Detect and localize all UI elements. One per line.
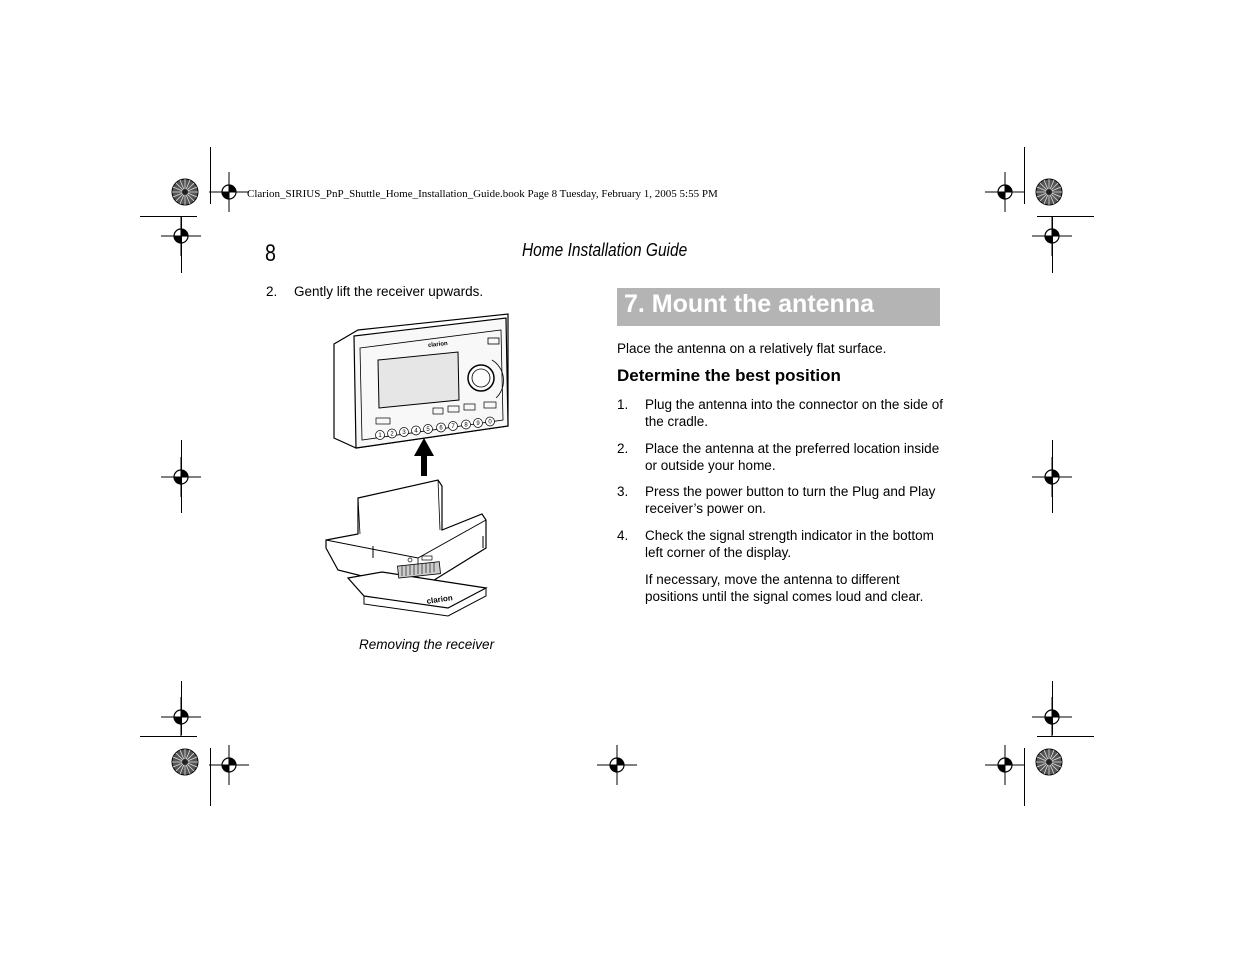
step-number: 2. xyxy=(266,284,278,299)
preset-button-label: 3 xyxy=(402,430,406,436)
step-text: Check the signal strength indicator in t… xyxy=(645,528,934,560)
crosshair-target xyxy=(160,696,202,738)
crop-line xyxy=(210,147,211,204)
step-number: 3. xyxy=(617,484,629,499)
star-target xyxy=(1035,178,1063,206)
star-target xyxy=(171,178,199,206)
crop-line xyxy=(140,216,197,217)
figure-caption: Removing the receiver xyxy=(359,637,495,652)
crop-line xyxy=(1024,147,1025,204)
preset-button: 0 xyxy=(485,416,495,427)
section-heading-bar: 7. Mount the antenna xyxy=(617,288,940,326)
receiver-logo: clarion xyxy=(428,341,449,349)
section-title: 7. Mount the antenna xyxy=(624,290,874,318)
crop-line xyxy=(140,736,197,737)
preset-button-label: 1 xyxy=(378,433,382,439)
crosshair-target xyxy=(984,744,1026,786)
crosshair-target xyxy=(1031,456,1073,498)
preset-button: 7 xyxy=(448,421,458,431)
crosshair-target xyxy=(1031,696,1073,738)
star-target xyxy=(171,748,199,776)
crosshair-target xyxy=(1031,215,1073,257)
intro-paragraph: Place the antenna on a relatively flat s… xyxy=(617,341,887,356)
step-text: Plug the antenna into the connector on t… xyxy=(645,397,943,429)
step-number: 1. xyxy=(617,397,629,412)
print-slug: Clarion_SIRIUS_PnP_Shuttle_Home_Installa… xyxy=(247,188,718,200)
crosshair-target xyxy=(208,744,250,786)
preset-button: 5 xyxy=(423,424,433,434)
preset-button: 2 xyxy=(387,428,397,439)
crosshair-target xyxy=(208,171,250,213)
step-text: Press the power button to turn the Plug … xyxy=(645,484,936,516)
crosshair-target xyxy=(160,215,202,257)
crosshair-target xyxy=(596,744,638,786)
running-head: Home Installation Guide xyxy=(522,240,688,260)
preset-button-label: 5 xyxy=(426,427,430,433)
page-number: 8 xyxy=(265,240,276,267)
receiver-illustration: clarion 1 2 3 4 5 6 7 8 9 0 xyxy=(333,313,509,449)
preset-button: 9 xyxy=(473,418,483,428)
step-number: 4. xyxy=(617,528,629,543)
star-target xyxy=(1035,748,1063,776)
preset-button-label: 4 xyxy=(414,429,418,435)
cradle-illustration: clarion xyxy=(325,479,488,617)
up-arrow-icon xyxy=(414,438,434,476)
crop-line xyxy=(1024,748,1025,806)
crosshair-target xyxy=(984,171,1026,213)
crop-line xyxy=(1037,216,1094,217)
preset-button: 3 xyxy=(399,427,409,437)
preset-button: 4 xyxy=(411,425,421,436)
removing-receiver-figure: clarion 1 2 3 4 5 6 7 8 9 0 xyxy=(325,313,509,617)
step-text: Gently lift the receiver upwards. xyxy=(294,284,484,299)
note-text: If necessary, move the antenna to differ… xyxy=(645,572,924,604)
preset-button: 8 xyxy=(461,419,471,430)
preset-button-label: 9 xyxy=(476,421,480,427)
preset-button-label: 6 xyxy=(439,426,443,432)
step-text: Place the antenna at the preferred locat… xyxy=(645,441,940,473)
crop-line xyxy=(1037,736,1094,737)
preset-button: 1 xyxy=(375,430,385,440)
crosshair-target xyxy=(160,456,202,498)
preset-button-label: 8 xyxy=(464,423,468,429)
preset-button-label: 2 xyxy=(390,432,394,438)
preset-button: 6 xyxy=(436,422,446,433)
preset-button-label: 0 xyxy=(488,420,492,426)
step-number: 2. xyxy=(617,441,629,456)
crop-line xyxy=(210,748,211,806)
subheading: Determine the best position xyxy=(617,366,841,385)
cradle-logo: clarion xyxy=(426,593,453,606)
preset-button-label: 7 xyxy=(451,424,455,430)
